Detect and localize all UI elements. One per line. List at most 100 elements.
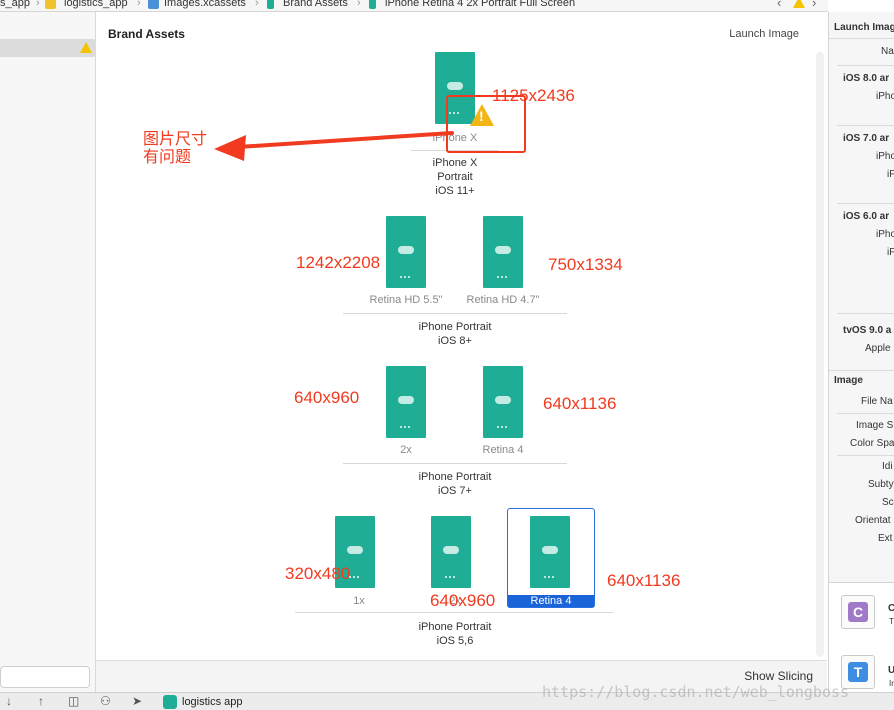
- slot-label: Retina HD 4.7": [466, 294, 540, 306]
- breadcrumb-separator: ›: [36, 0, 40, 9]
- image-well-iphone-x[interactable]: [435, 52, 475, 124]
- inspector-field-label: Color Spa: [850, 438, 894, 449]
- app-icon: [163, 695, 177, 709]
- step-over-icon[interactable]: ↓: [6, 694, 12, 708]
- inspector-field-label: File Na: [861, 396, 893, 407]
- inspector-field-label: Subty: [868, 479, 894, 490]
- breadcrumb: s_app › logistics_app › Images.xcassets …: [0, 0, 828, 12]
- inspector-section: iOS 7.0 ar: [843, 133, 890, 144]
- inspector-row: Na: [881, 46, 894, 57]
- warning-icon: [470, 104, 494, 126]
- size-annotation-2x-ios56: 640x960: [430, 591, 496, 610]
- slot-label: Retina HD 5.5": [369, 294, 443, 306]
- navigator-filter-input[interactable]: [0, 666, 90, 688]
- inspector-checkbox-row[interactable]: iF: [887, 247, 894, 258]
- slot-label: Retina 4: [482, 444, 524, 456]
- brand-assets-icon: [267, 0, 274, 9]
- inspector-field-label: Image S: [856, 420, 894, 431]
- size-annotation-55: 1242x2208: [296, 253, 381, 272]
- editor-title: Brand Assets: [108, 27, 185, 41]
- selected-slot-label[interactable]: Retina 4: [508, 595, 594, 607]
- breadcrumb-item-brand-assets[interactable]: Brand Assets: [283, 0, 348, 9]
- slot-label: 1x: [353, 595, 365, 607]
- group-label-line: iPhone Portrait: [418, 321, 492, 333]
- asset-editor: Brand Assets Launch Image iPhone X iPhon…: [96, 12, 827, 692]
- library-item-title: C: [888, 603, 894, 614]
- image-well-2x-ios7[interactable]: [386, 366, 426, 438]
- breadcrumb-item-logistics[interactable]: logistics_app: [64, 0, 128, 9]
- image-well-retina-hd-55[interactable]: [386, 216, 426, 288]
- location-icon[interactable]: ➤: [132, 694, 143, 708]
- breadcrumb-separator: ›: [357, 0, 361, 9]
- inspector-checkbox-row[interactable]: iPho: [876, 151, 894, 162]
- library-item-glyph: T: [848, 662, 868, 682]
- image-well-retina-hd-47[interactable]: [483, 216, 523, 288]
- inspector-header: Launch Imag: [834, 22, 894, 33]
- library-item-icon[interactable]: C: [841, 595, 875, 629]
- group-label-line: iOS 8+: [438, 335, 472, 347]
- warning-icon[interactable]: [793, 0, 805, 8]
- image-well-2x-ios56[interactable]: [431, 516, 471, 588]
- group-label-line: iPhone Portrait: [418, 471, 492, 483]
- selected-slot-frame[interactable]: [507, 508, 595, 608]
- chevron-left-icon[interactable]: ‹: [777, 0, 782, 10]
- divider: [837, 313, 894, 314]
- divider: [837, 413, 894, 414]
- launch-image-icon: [369, 0, 376, 9]
- problem-note-line1: 图片尺寸: [143, 129, 208, 148]
- show-slicing-button[interactable]: Show Slicing: [744, 669, 813, 683]
- editor-bottom-bar: Show Slicing: [96, 660, 827, 692]
- object-library: C C T T U Ir: [829, 582, 894, 692]
- inspector-section: iOS 6.0 ar: [843, 211, 890, 222]
- group-label-line: iPhone X: [432, 157, 478, 169]
- problem-note-line2: 有问题: [143, 147, 192, 166]
- image-well-retina4-ios7[interactable]: [483, 366, 523, 438]
- inspector-checkbox-row[interactable]: Apple: [865, 343, 891, 354]
- library-item-subtitle: Ir: [889, 679, 894, 688]
- breadcrumb-separator: ›: [137, 0, 141, 9]
- divider: [829, 38, 894, 39]
- breadcrumb-item-retina4[interactable]: iPhone Retina 4 2x Portrait Full Screen: [385, 0, 576, 9]
- inspector-section: tvOS 9.0 a: [843, 325, 892, 336]
- breadcrumb-item-project[interactable]: s_app: [0, 0, 30, 9]
- inspector-field-label: Orientat: [855, 515, 891, 526]
- view-hierarchy-icon[interactable]: ◫: [68, 694, 80, 708]
- set-type-label: Launch Image: [729, 28, 799, 40]
- library-item-subtitle: T: [889, 617, 894, 626]
- slot-label: 2x: [449, 595, 461, 607]
- project-navigator: [0, 12, 96, 692]
- step-out-icon[interactable]: ↑: [38, 694, 44, 708]
- folder-icon: [45, 0, 56, 9]
- breadcrumb-item-xcassets[interactable]: Images.xcassets: [164, 0, 246, 9]
- group-label-line: iOS 7+: [438, 485, 472, 497]
- inspector-checkbox-row[interactable]: iPho: [876, 91, 894, 102]
- library-item-title: U: [888, 665, 894, 676]
- inspector-checkbox-row[interactable]: iF: [887, 169, 894, 180]
- group-label-line: Portrait: [437, 171, 473, 183]
- divider: [837, 125, 894, 126]
- library-item-glyph: C: [848, 602, 868, 622]
- size-annotation-r4-ios56: 640x1136: [607, 571, 681, 590]
- vertical-scrollbar[interactable]: [816, 52, 824, 657]
- warning-icon: [80, 42, 92, 53]
- navigator-selected-row[interactable]: [0, 39, 96, 57]
- inspector-checkbox-row[interactable]: iPho: [876, 229, 894, 240]
- image-well-1x-ios56[interactable]: [335, 516, 375, 588]
- highlight-box: [446, 95, 526, 153]
- scheme-name[interactable]: logistics app: [182, 696, 243, 708]
- library-item-icon[interactable]: T: [841, 655, 875, 689]
- group-divider: [343, 313, 567, 314]
- image-well-retina4-ios56[interactable]: [530, 516, 570, 588]
- memory-graph-icon[interactable]: ⚇: [100, 694, 111, 708]
- inspector-field-label: Ext: [878, 533, 893, 544]
- size-annotation-47: 750x1334: [548, 255, 623, 274]
- warning-mark: !: [479, 108, 484, 124]
- group-divider: [411, 150, 499, 151]
- arrow-annotation: [214, 131, 454, 161]
- chevron-right-icon[interactable]: ›: [812, 0, 817, 10]
- watermark: https://blog.csdn.net/web_longboss: [542, 683, 850, 701]
- size-annotation-2x-ios7: 640x960: [294, 388, 360, 407]
- divider: [837, 455, 894, 456]
- inspector-field-label: Sc: [882, 497, 894, 508]
- divider: [829, 370, 894, 371]
